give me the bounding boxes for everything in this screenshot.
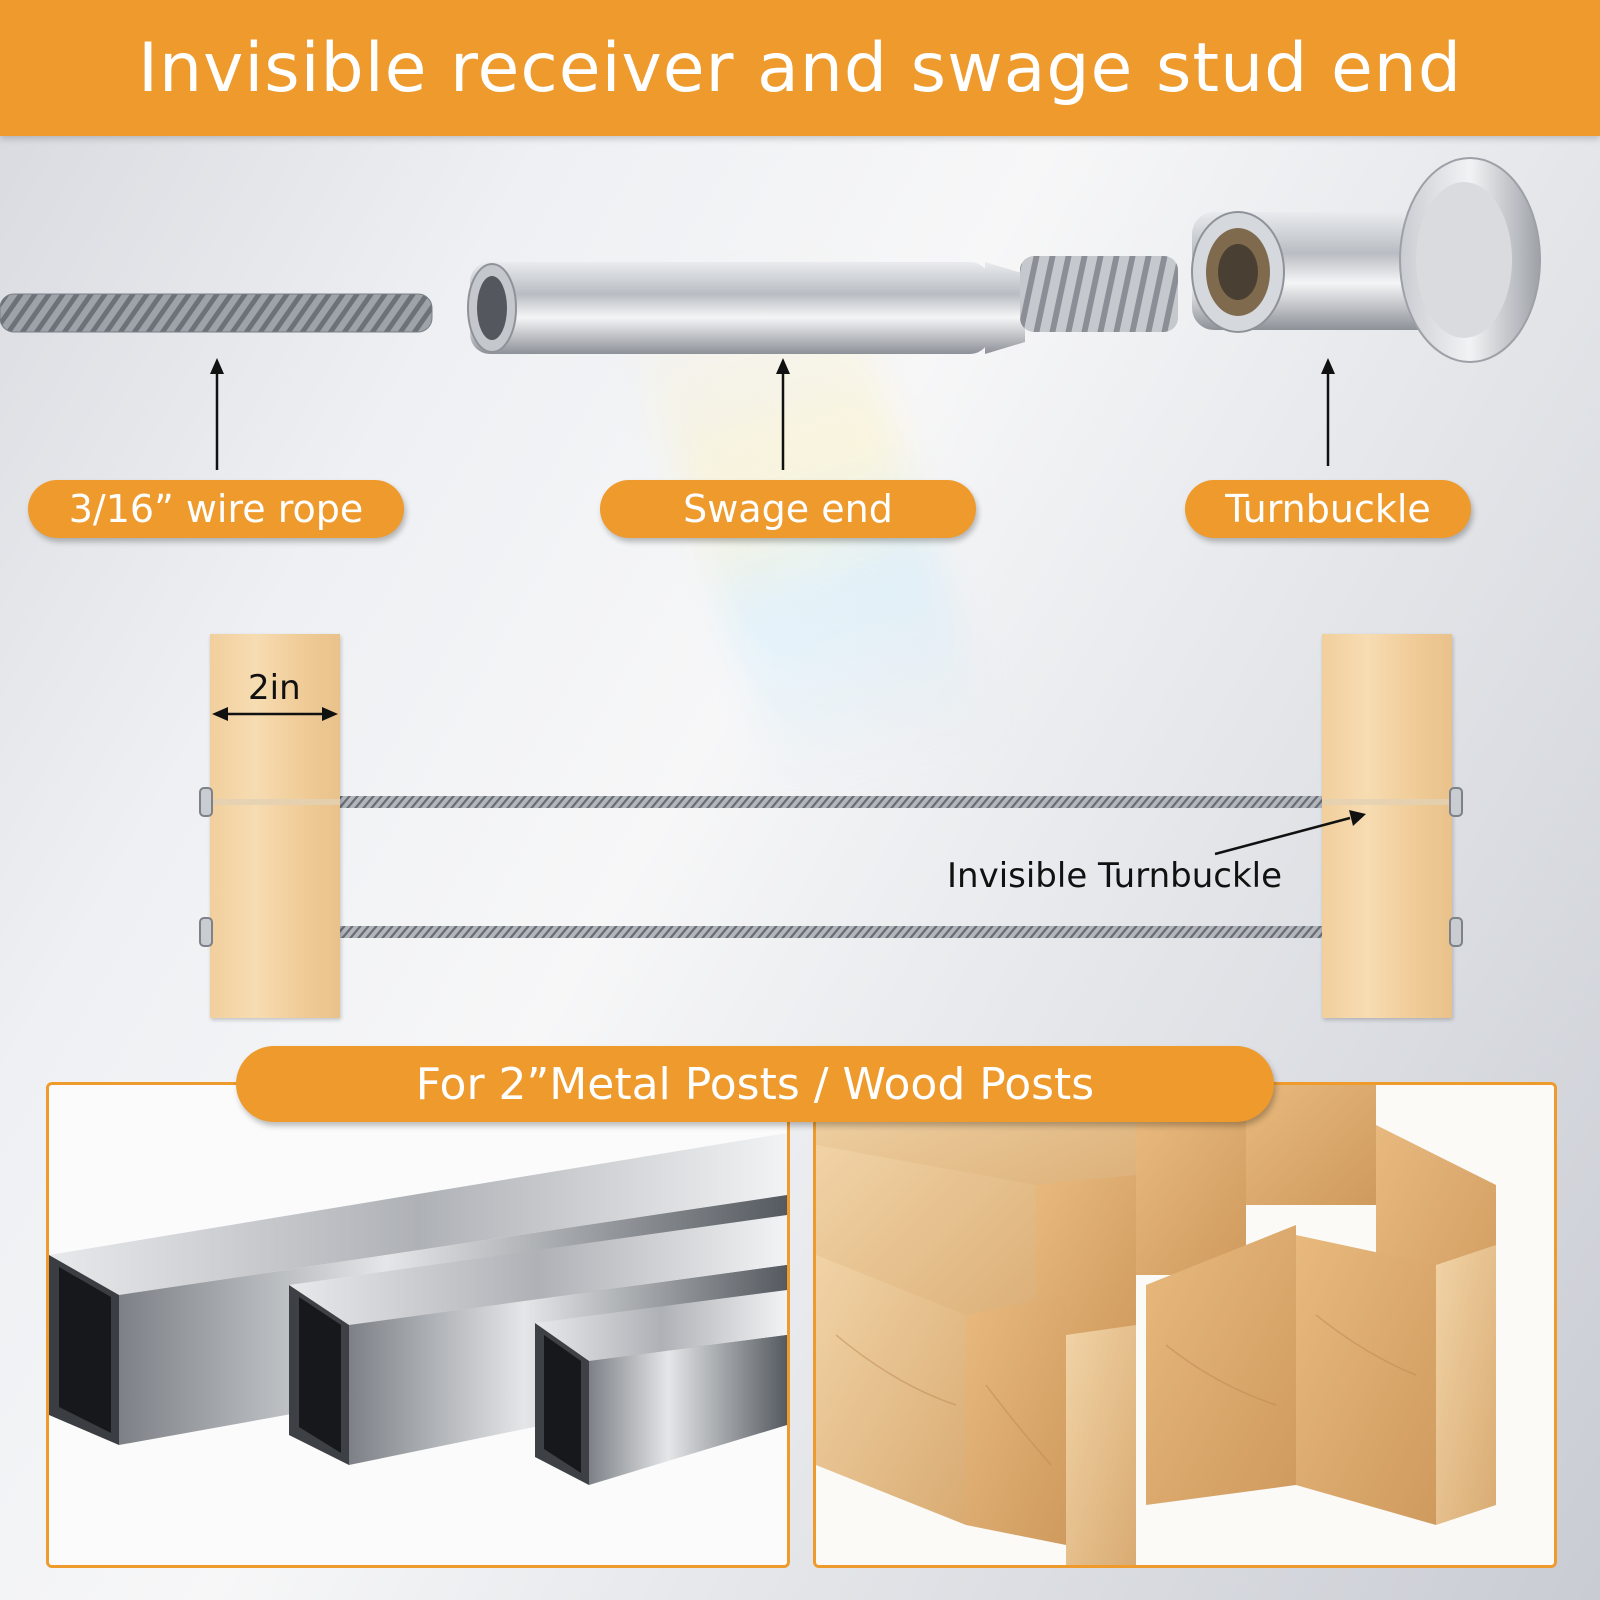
wire-rope-label: 3/16” wire rope <box>28 480 404 538</box>
swage-end-label: Swage end <box>600 480 976 538</box>
swage-end-image <box>467 256 1178 354</box>
bolt-heads <box>199 787 1463 947</box>
wood-post-right <box>1322 634 1452 1018</box>
metal-posts-photo <box>46 1082 790 1568</box>
wire-rope-text: 3/16” wire rope <box>68 487 364 531</box>
invisible-turnbuckle-arrow <box>1214 810 1366 856</box>
turnbuckle-label: Turnbuckle <box>1185 480 1471 538</box>
title-banner: Invisible receiver and swage stud end <box>0 0 1600 136</box>
page-title: Invisible receiver and swage stud end <box>137 28 1463 108</box>
width-dimension-arrow <box>212 707 338 721</box>
wire-rope-image <box>0 293 433 333</box>
posts-banner-text: For 2”Metal Posts / Wood Posts <box>415 1058 1095 1110</box>
metal-tubes-image <box>49 1085 787 1565</box>
wood-post-left <box>210 634 340 1018</box>
wood-posts-photo <box>813 1082 1557 1568</box>
posts-compatibility-banner: For 2”Metal Posts / Wood Posts <box>236 1046 1274 1122</box>
railing-cables <box>340 796 1322 938</box>
turnbuckle-text: Turnbuckle <box>1225 487 1431 531</box>
wire-rope-arrow <box>210 358 224 470</box>
swage-end-arrow <box>776 358 790 470</box>
width-label: 2in <box>248 668 301 708</box>
wood-sticks-image <box>816 1085 1554 1565</box>
turnbuckle-image <box>1191 157 1541 363</box>
turnbuckle-arrow <box>1321 358 1335 466</box>
invisible-turnbuckle-label: Invisible Turnbuckle <box>947 856 1283 896</box>
swage-end-text: Swage end <box>683 487 893 531</box>
